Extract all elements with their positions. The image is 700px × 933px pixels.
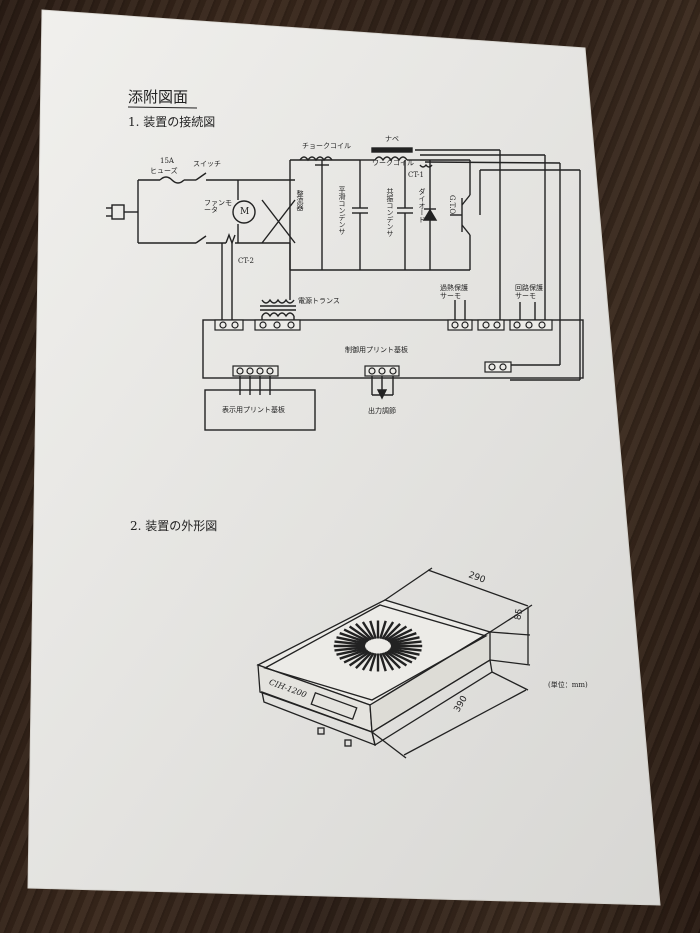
vent-slot <box>388 632 417 644</box>
display-board-label: 表示用プリント基板 <box>222 406 285 414</box>
ct2-label: CT-2 <box>238 257 254 265</box>
power-transformer-label: 電源トランス <box>298 297 340 305</box>
overheat-thermo-label: 過熱保護サーモ <box>440 284 468 301</box>
burner-vent-pattern <box>333 620 423 672</box>
choke-coil-label: チョークコイル <box>302 142 351 150</box>
fan-motor-label: ファンモータ <box>204 199 232 214</box>
vent-slot <box>336 636 367 645</box>
vent-slot <box>390 640 422 646</box>
section-heading-1: 1. 装置の接続図 <box>128 115 216 129</box>
vent-slot <box>348 625 371 642</box>
diode-label: ダイオード <box>418 188 426 223</box>
gto-label: G.T.O <box>448 195 456 215</box>
vent-slot <box>361 621 375 640</box>
pan-label: ナベ <box>385 135 399 143</box>
vent-slot <box>385 625 408 642</box>
vent-slot <box>336 647 367 656</box>
vent-slot <box>381 621 395 640</box>
fuse-rating-label: 15A <box>160 157 174 165</box>
vent-slot <box>387 628 413 643</box>
vent-slot <box>355 623 373 641</box>
vent-slot <box>361 652 375 671</box>
terminal-blocks <box>214 319 553 377</box>
section-heading-2: 2. 装置の外形図 <box>130 519 218 533</box>
vent-slot <box>348 650 371 667</box>
vent-slot <box>379 653 387 672</box>
fan-motor-symbol <box>232 200 256 224</box>
vent-slot <box>334 640 366 646</box>
switch-symbol <box>195 172 207 181</box>
vent-slot <box>388 648 417 660</box>
vent-slot <box>339 632 368 644</box>
vent-slot <box>369 653 377 672</box>
vent-slot <box>334 646 366 652</box>
vent-slot <box>383 651 401 669</box>
circuit-diagram <box>106 147 584 431</box>
appliance-outline-drawing <box>256 567 533 759</box>
vent-slot <box>355 651 373 669</box>
vent-slot <box>389 647 420 656</box>
fuse-symbol <box>159 176 185 184</box>
resonance-capacitor-label: 共振コンデンサ <box>386 188 394 237</box>
ct1-label: CT-1 <box>408 171 424 179</box>
rectifier-label: 整流器 <box>296 190 304 211</box>
unit-label: (単位：mm) <box>548 681 588 689</box>
vent-slot <box>387 649 413 664</box>
control-board-label: 制御用プリント基板 <box>345 346 408 354</box>
vent-slot <box>339 648 368 660</box>
vent-slot <box>369 620 377 639</box>
vent-slot <box>379 620 387 639</box>
vent-slot <box>343 649 369 664</box>
switch-label: スイッチ <box>193 160 221 168</box>
fuse-label: ヒューズ <box>150 167 178 175</box>
motor-symbol-label: M <box>240 207 250 217</box>
vent-slot <box>381 652 395 671</box>
work-coil-label: ワークコイル <box>372 159 414 167</box>
document-title: 添附図面 <box>128 88 189 106</box>
vent-slot <box>343 628 369 643</box>
circuit-thermo-label: 回路保護サーモ <box>515 284 543 301</box>
vent-slot <box>385 650 408 667</box>
smoothing-capacitor-label: 平滑コンデンサ <box>338 186 346 235</box>
output-adjust-label: 出力調節 <box>368 407 396 415</box>
vent-slot <box>390 646 422 652</box>
vent-slot <box>389 636 420 645</box>
vent-slot <box>383 623 401 641</box>
